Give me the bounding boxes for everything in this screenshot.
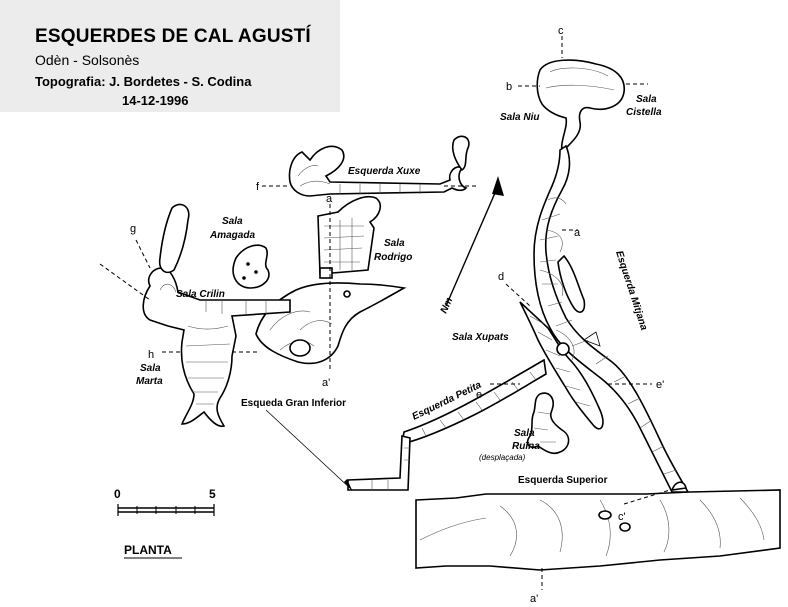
label-sala-marta-1: Sala [140, 363, 161, 374]
label-sala-ruina-1: Sala [514, 428, 535, 439]
label-esquerda-mitjana: Esquerda Mitjana [613, 250, 649, 333]
superior-boulder-1 [598, 510, 612, 520]
section-line-d [505, 283, 531, 307]
lower-link-passage [347, 434, 411, 491]
label-sala-niu: Sala Niu [500, 112, 539, 123]
label-esquerda-xuxe: Esquerda Xuxe [348, 166, 421, 177]
esquerda-mitjana-rift [533, 144, 690, 493]
sala-crilin-passage [142, 267, 291, 428]
esquerda-xuxe-passage [288, 145, 468, 197]
section-label-a-left: a [326, 193, 333, 205]
rodrigo-step [319, 267, 333, 279]
label-sala-amagada-1: Sala [222, 216, 243, 227]
label-sala-cistella-1: Sala [636, 94, 657, 105]
label-sala-ruina-2: Ruïna [512, 441, 540, 452]
label-sala-xupats: Sala Xupats [452, 332, 509, 343]
north-arrow-head [492, 176, 504, 196]
label-esqueda-gran-inferior: Esqueda Gran Inferior [241, 398, 346, 409]
section-label-e: e [476, 389, 482, 401]
label-north: Nm [439, 296, 456, 315]
label-esquerda-superior: Esquerda Superior [518, 475, 608, 486]
label-sala-crilin: Sala Crilin [176, 289, 225, 300]
xuxe-east-lobe [451, 135, 470, 172]
scale-label-start: 0 [114, 487, 121, 501]
link-arrow-line [265, 409, 353, 491]
section-line-c-prime [623, 489, 671, 505]
north-arrow-shaft [445, 185, 499, 307]
sala-niu-chamber [536, 59, 625, 154]
section-line-g-end [99, 263, 151, 301]
section-label-c-prime: c' [618, 511, 626, 523]
section-label-f: f [256, 181, 260, 193]
section-label-a-prime-left: a' [322, 377, 330, 389]
a-side-lobe [557, 254, 586, 313]
label-sala-ruina-note: (desplaçada) [479, 453, 526, 462]
section-label-g: g [130, 223, 136, 235]
xupats-boulder [556, 342, 570, 356]
sala-rodrigo-chamber [317, 196, 382, 275]
map-credits: Topografia: J. Bordetes - S. Codina [35, 74, 252, 89]
label-sala-cistella-2: Cistella [626, 107, 662, 118]
section-label-a-prime-bottom: a' [530, 593, 538, 605]
section-label-e-prime: e' [656, 379, 664, 391]
map-date: 14-12-1996 [122, 93, 189, 108]
section-line-g [135, 239, 151, 269]
section-label-d: d [498, 271, 504, 283]
map-location: Odèn - Solsonès [35, 52, 140, 68]
scale-label-end: 5 [209, 487, 216, 501]
label-sala-amagada-2: Amagada [209, 230, 255, 241]
section-label-h: h [148, 349, 154, 361]
superior-entrance [670, 481, 687, 491]
sala-amagada-chamber [232, 244, 270, 289]
section-label-b: b [506, 81, 512, 93]
inferior-boulder [289, 339, 311, 357]
superior-boulder-2 [619, 522, 631, 532]
section-label-a-right: a [574, 227, 581, 239]
label-sala-marta-2: Marta [136, 376, 163, 387]
scale-bar [117, 504, 215, 516]
header-panel: ESQUERDES DE CAL AGUSTÍ Odèn - Solsonès … [0, 0, 340, 112]
label-sala-rodrigo-2: Rodrigo [374, 252, 412, 263]
sala-ruina-chamber [526, 392, 570, 455]
label-plan: PLANTA [124, 543, 172, 557]
label-sala-rodrigo-1: Sala [384, 238, 405, 249]
inferior-pillar [343, 290, 351, 298]
esquerda-superior-chamber [415, 489, 781, 571]
section-label-c: c [558, 25, 564, 37]
map-title: ESQUERDES DE CAL AGUSTÍ [35, 26, 311, 47]
sala-amagada-west-lobe [158, 203, 190, 274]
